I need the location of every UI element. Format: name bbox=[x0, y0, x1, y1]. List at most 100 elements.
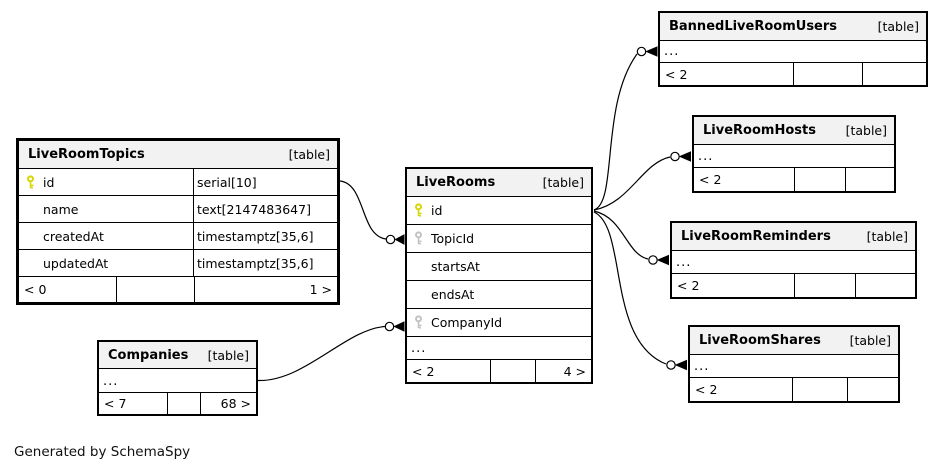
primary-key-icon bbox=[412, 203, 425, 218]
table-header: LiveRooms [table] bbox=[407, 169, 591, 196]
edge-liverooms-to-bannedliveroomusers bbox=[593, 53, 638, 211]
arrowhead bbox=[645, 46, 658, 57]
table-name: LiveRoomShares bbox=[699, 333, 821, 348]
table-node-liverooms[interactable]: LiveRooms [table] id bbox=[405, 167, 593, 384]
footer-children-count: < 2 bbox=[665, 66, 688, 82]
zero-or-more-circle bbox=[636, 46, 647, 57]
footer-spacer-cell bbox=[855, 274, 915, 297]
column-name: updatedAt bbox=[43, 255, 109, 271]
table-header: LiveRoomHosts [table] bbox=[694, 117, 894, 144]
footer-children-count: < 2 bbox=[677, 278, 700, 293]
column-type: timestamptz[35,6] bbox=[193, 250, 337, 276]
table-type-tag: [table] bbox=[542, 175, 584, 190]
footer-parents-count: 68 > bbox=[200, 393, 256, 414]
column-row: CompanyId bbox=[407, 308, 591, 336]
table-type-tag: [table] bbox=[207, 347, 249, 363]
arrowhead bbox=[394, 234, 405, 245]
footer-spacer-cell bbox=[794, 274, 855, 297]
footer-spacer-cell bbox=[847, 378, 898, 401]
footer-spacer-cell bbox=[862, 63, 926, 85]
column-type: timestamptz[35,6] bbox=[193, 223, 337, 249]
column-type: serial[10] bbox=[193, 169, 337, 195]
table-header: LiveRoomTopics [table] bbox=[19, 141, 337, 168]
footer-spacer-cell bbox=[845, 168, 894, 191]
table-node-liveroomreminders[interactable]: LiveRoomReminders [table] ... < 2 bbox=[670, 221, 917, 299]
footer-spacer-cell bbox=[792, 378, 847, 401]
column-row: name text[2147483647] bbox=[19, 195, 337, 222]
table-type-tag: [table] bbox=[845, 123, 887, 138]
table-header: LiveRoomReminders [table] bbox=[672, 223, 915, 250]
table-header: Companies [table] bbox=[99, 342, 256, 368]
collapsed-columns-row: ... bbox=[407, 336, 591, 359]
zero-or-more-circle bbox=[384, 321, 395, 332]
column-name: TopicId bbox=[431, 231, 475, 246]
column-name: CompanyId bbox=[431, 315, 503, 330]
footer-children-count: < 7 bbox=[104, 396, 127, 411]
zero-or-more-circle bbox=[648, 255, 658, 265]
column-name: startsAt bbox=[431, 259, 480, 274]
collapsed-columns-row: ... bbox=[672, 250, 915, 273]
edge-companies-to-liverooms-companyid bbox=[257, 325, 386, 382]
arrowhead bbox=[674, 359, 687, 371]
table-type-tag: [table] bbox=[288, 147, 330, 162]
table-name: Companies bbox=[108, 347, 189, 363]
column-name: id bbox=[431, 203, 443, 218]
footer-children-count: < 0 bbox=[24, 282, 47, 297]
foreign-key-icon bbox=[412, 231, 425, 246]
table-name: LiveRoomReminders bbox=[681, 229, 831, 244]
collapsed-columns-row: ... bbox=[690, 354, 898, 377]
footer-spacer-cell bbox=[793, 63, 862, 85]
column-type: text[2147483647] bbox=[193, 196, 337, 222]
table-header: LiveRoomShares [table] bbox=[690, 327, 898, 354]
footer-spacer-cell bbox=[116, 277, 194, 302]
edge-liverooms-to-liveroomreminders bbox=[593, 210, 649, 260]
column-row: id bbox=[407, 196, 591, 224]
table-footer: < 2 bbox=[694, 167, 894, 191]
collapsed-columns-row: ... bbox=[660, 40, 926, 62]
column-row: updatedAt timestamptz[35,6] bbox=[19, 249, 337, 276]
edge-liverooms-to-liveroomhosts bbox=[593, 156, 671, 211]
zero-or-more-circle bbox=[385, 234, 396, 245]
column-row: startsAt bbox=[407, 252, 591, 280]
table-type-tag: [table] bbox=[877, 19, 919, 34]
table-node-liveroomhosts[interactable]: LiveRoomHosts [table] ... < 2 bbox=[692, 115, 896, 193]
table-footer: < 0 1 > bbox=[19, 276, 337, 302]
generator-credit: Generated by SchemaSpy bbox=[14, 444, 191, 460]
column-row: endsAt bbox=[407, 280, 591, 308]
table-footer: < 7 68 > bbox=[99, 392, 256, 414]
arrowhead bbox=[393, 321, 405, 332]
edge-liveroomtopics-to-liverooms-topicid bbox=[339, 180, 387, 240]
table-node-companies[interactable]: Companies [table] ... < 7 68 > bbox=[97, 340, 258, 416]
primary-key-icon bbox=[24, 174, 37, 190]
collapsed-columns-row: ... bbox=[694, 144, 894, 167]
column-name: id bbox=[43, 174, 55, 190]
table-node-liveroomshares[interactable]: LiveRoomShares [table] ... < 2 bbox=[688, 325, 900, 403]
table-name: LiveRoomTopics bbox=[28, 147, 145, 162]
zero-or-more-circle bbox=[666, 360, 676, 370]
foreign-key-icon bbox=[412, 315, 425, 330]
column-name: name bbox=[43, 201, 79, 217]
collapsed-columns-row: ... bbox=[99, 368, 256, 392]
zero-or-more-circle bbox=[670, 151, 680, 162]
table-name: LiveRooms bbox=[416, 175, 496, 190]
table-node-bannedliveroomusers[interactable]: BannedLiveRoomUsers [table] ... < 2 bbox=[658, 11, 928, 87]
table-header: BannedLiveRoomUsers [table] bbox=[660, 13, 926, 40]
column-row: TopicId bbox=[407, 224, 591, 252]
footer-spacer-cell bbox=[490, 360, 535, 382]
column-name: createdAt bbox=[43, 228, 104, 244]
footer-spacer-cell bbox=[167, 393, 200, 414]
edge-liverooms-to-liveroomshares bbox=[593, 211, 667, 365]
table-type-tag: [table] bbox=[849, 333, 891, 348]
footer-parents-count: 4 > bbox=[535, 360, 591, 382]
table-footer: < 2 4 > bbox=[407, 359, 591, 382]
footer-spacer-cell bbox=[794, 168, 845, 191]
footer-children-count: < 2 bbox=[695, 382, 718, 397]
arrowhead bbox=[656, 254, 669, 266]
column-row: id serial[10] bbox=[19, 168, 337, 195]
arrowhead bbox=[678, 151, 691, 162]
table-type-tag: [table] bbox=[866, 229, 908, 244]
table-node-liveroomtopics[interactable]: LiveRoomTopics [table] id serial[10] nam… bbox=[16, 138, 340, 305]
table-footer: < 2 bbox=[672, 273, 915, 297]
column-row: createdAt timestamptz[35,6] bbox=[19, 222, 337, 249]
